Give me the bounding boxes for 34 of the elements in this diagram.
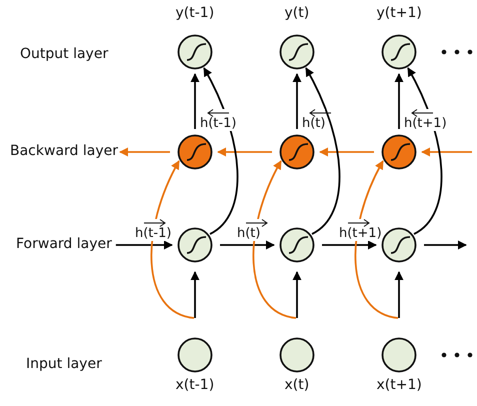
arrow bbox=[116, 240, 173, 250]
layer-label: Forward layer bbox=[16, 236, 112, 253]
arrow bbox=[292, 73, 302, 129]
arrow bbox=[190, 271, 200, 318]
layer-label: Input layer bbox=[26, 356, 102, 373]
layer-label: Backward layer bbox=[10, 143, 118, 160]
arrow bbox=[319, 148, 374, 156]
output-label: y(t+1) bbox=[376, 5, 422, 22]
backward-state-label: h(t-1) bbox=[200, 109, 236, 131]
arrow bbox=[220, 240, 275, 250]
arrow bbox=[424, 240, 467, 250]
backward-state-label: h(t+1) bbox=[404, 109, 447, 131]
output-label: y(t) bbox=[284, 5, 310, 22]
input-label: x(t+1) bbox=[376, 377, 422, 394]
output-label: y(t-1) bbox=[176, 5, 214, 22]
arrow bbox=[322, 240, 377, 250]
arrow bbox=[217, 148, 272, 156]
arrow bbox=[407, 67, 442, 235]
arrow bbox=[119, 148, 170, 156]
arrow bbox=[354, 160, 398, 319]
layer-label: Output layer bbox=[20, 46, 108, 63]
arrow bbox=[394, 73, 404, 129]
forward-state-label: h(t+1) bbox=[339, 219, 382, 241]
arrow bbox=[394, 271, 404, 318]
input-label: x(t-1) bbox=[176, 377, 214, 394]
arrow bbox=[292, 271, 302, 318]
arrow bbox=[190, 73, 200, 129]
arrow bbox=[150, 160, 194, 319]
arrow bbox=[203, 67, 238, 235]
arrow bbox=[421, 148, 472, 156]
arrow bbox=[305, 67, 340, 235]
arrow bbox=[252, 160, 296, 319]
forward-state-label: h(t-1) bbox=[135, 219, 172, 241]
input-label: x(t) bbox=[284, 377, 310, 394]
